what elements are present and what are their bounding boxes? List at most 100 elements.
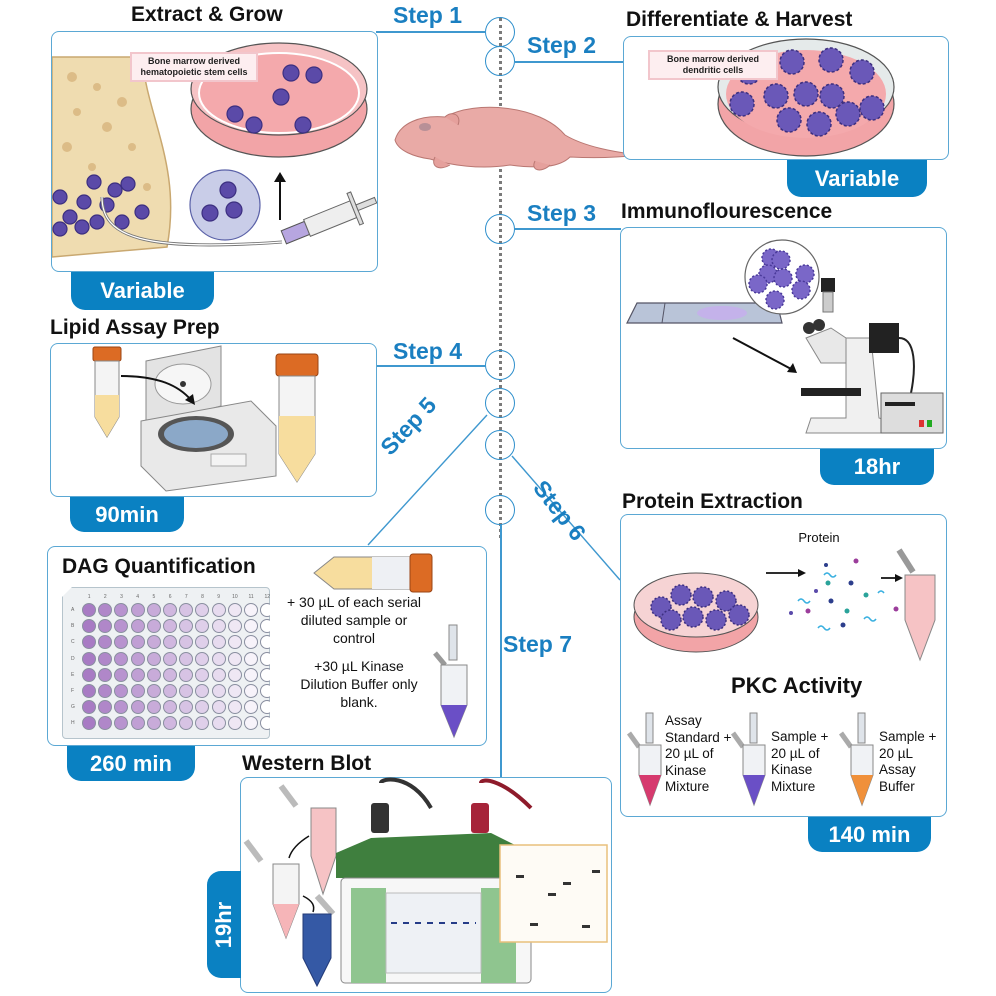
- step-3-node: [485, 214, 515, 244]
- plate-well: [82, 603, 96, 617]
- plate-well: [146, 667, 161, 682]
- plate-row-label: G: [71, 704, 75, 711]
- plate-well: [163, 716, 177, 731]
- pkc-activity-title: PKC Activity: [731, 673, 863, 698]
- plate-well: [146, 619, 161, 634]
- western-blot-title: Western Blot: [242, 752, 372, 775]
- step-2-node: [485, 46, 515, 76]
- plate-well: [211, 635, 226, 650]
- plate-well: [130, 700, 145, 715]
- plate-well: [195, 635, 210, 650]
- plate-well: [98, 651, 113, 666]
- plate-well: [195, 684, 210, 698]
- up-arrow-icon: [274, 172, 286, 220]
- magnified-cells-circle: [189, 169, 261, 241]
- plate-well: [179, 635, 194, 650]
- plate-well: [179, 619, 194, 634]
- plate-row-label: E: [71, 671, 75, 678]
- plate-well: [179, 651, 194, 666]
- sample-tubes-illustration: [243, 784, 337, 988]
- plate-well: [114, 651, 129, 666]
- plate-row-label: D: [71, 655, 75, 662]
- protein-extraction-duration-badge: 140 min: [808, 817, 931, 852]
- arrow-to-microscope-icon: [732, 337, 797, 373]
- western-blot-duration-badge: 19hr: [207, 871, 241, 978]
- plate-well: [163, 651, 177, 666]
- plate-well: [195, 603, 210, 617]
- plate-well: [98, 603, 113, 617]
- step-4-connector: [376, 365, 486, 367]
- step-7-node: [485, 495, 515, 525]
- plate-well: [260, 603, 270, 617]
- dag-duration-badge: 260 min: [67, 746, 195, 781]
- step-1-connector: [376, 31, 486, 33]
- step-7-label: Step 7: [503, 631, 573, 657]
- plate-well: [163, 700, 177, 715]
- plate-well: [98, 716, 113, 731]
- plate-well: [130, 684, 145, 698]
- differentiate-harvest-title: Differentiate & Harvest: [626, 8, 853, 31]
- immunofluorescence-panel: [620, 227, 947, 449]
- dag-blank-instruction: +30 µL Kinase Dilution Buffer only blank…: [300, 658, 418, 710]
- plate-column-label: 12: [264, 594, 271, 600]
- plate-well: [211, 716, 226, 731]
- plate-well: [114, 667, 129, 682]
- plate-well: [211, 651, 226, 666]
- plate-well: [227, 603, 242, 617]
- differentiate-harvest-duration-badge: Variable: [787, 160, 927, 197]
- plate-column-label: 5: [152, 594, 156, 600]
- plate-well: [98, 700, 113, 715]
- plate-well: [130, 619, 145, 634]
- plate-well: [227, 635, 242, 650]
- lipid-assay-panel: [50, 343, 377, 497]
- plate-well: [146, 684, 161, 698]
- plate-well: [130, 716, 145, 731]
- plate-well: [244, 619, 258, 634]
- step-5-node: [485, 388, 515, 418]
- microtube-icon: [838, 712, 874, 807]
- plate-well: [211, 619, 226, 634]
- plate-column-label: 10: [232, 594, 238, 600]
- plate-well: [195, 700, 210, 715]
- bone-marrow-illustration: [52, 56, 172, 258]
- plate-well: [244, 667, 258, 682]
- plate-well: [163, 635, 177, 650]
- step-2-connector: [515, 61, 623, 63]
- microtube-purple: [433, 624, 468, 739]
- plate-well: [98, 635, 113, 650]
- plate-well: [260, 667, 270, 682]
- plate-well: [244, 635, 258, 650]
- pkc-tube-list: Assay Standard + 20 µL of Kinase Mixture…: [626, 711, 947, 811]
- plate-column-label: 7: [184, 594, 188, 600]
- plate-well: [260, 619, 270, 634]
- plate-well: [244, 700, 258, 715]
- plate-well: [244, 651, 258, 666]
- plate-well: [195, 651, 210, 666]
- plate-well: [227, 651, 242, 666]
- plate-well: [195, 667, 210, 682]
- pkc-tube-item: Assay Standard + 20 µL of Kinase Mixture: [626, 711, 737, 811]
- plate-well: [179, 684, 194, 698]
- plate-well: [260, 700, 270, 715]
- plate-row-label: H: [71, 720, 75, 727]
- step-4-label: Step 4: [393, 338, 463, 364]
- syringe-illustration: [100, 191, 377, 247]
- falcon-tube-large: [275, 353, 319, 483]
- extract-grow-panel: Bone marrow derived hematopoietic stem c…: [51, 31, 378, 272]
- plate-well: [82, 651, 96, 666]
- plate-row-label: F: [71, 688, 75, 694]
- plate-well: [260, 651, 270, 666]
- plate-well: [98, 667, 113, 682]
- microscope-slide: [626, 302, 783, 324]
- plate-well: [114, 716, 129, 731]
- pkc-tube-description: Sample + 20 µL of Kinase Mixture: [771, 729, 829, 794]
- step-3-connector: [515, 228, 621, 230]
- step-2-label: Step 2: [527, 32, 597, 58]
- plate-column-label: 1: [87, 594, 91, 600]
- lipid-assay-duration-badge: 90min: [70, 497, 184, 532]
- lipid-assay-title: Lipid Assay Prep: [50, 316, 220, 339]
- protein-extraction-panel: Protein PKC Activity Assay Standard + 20…: [620, 514, 947, 817]
- plate-well: [244, 684, 258, 698]
